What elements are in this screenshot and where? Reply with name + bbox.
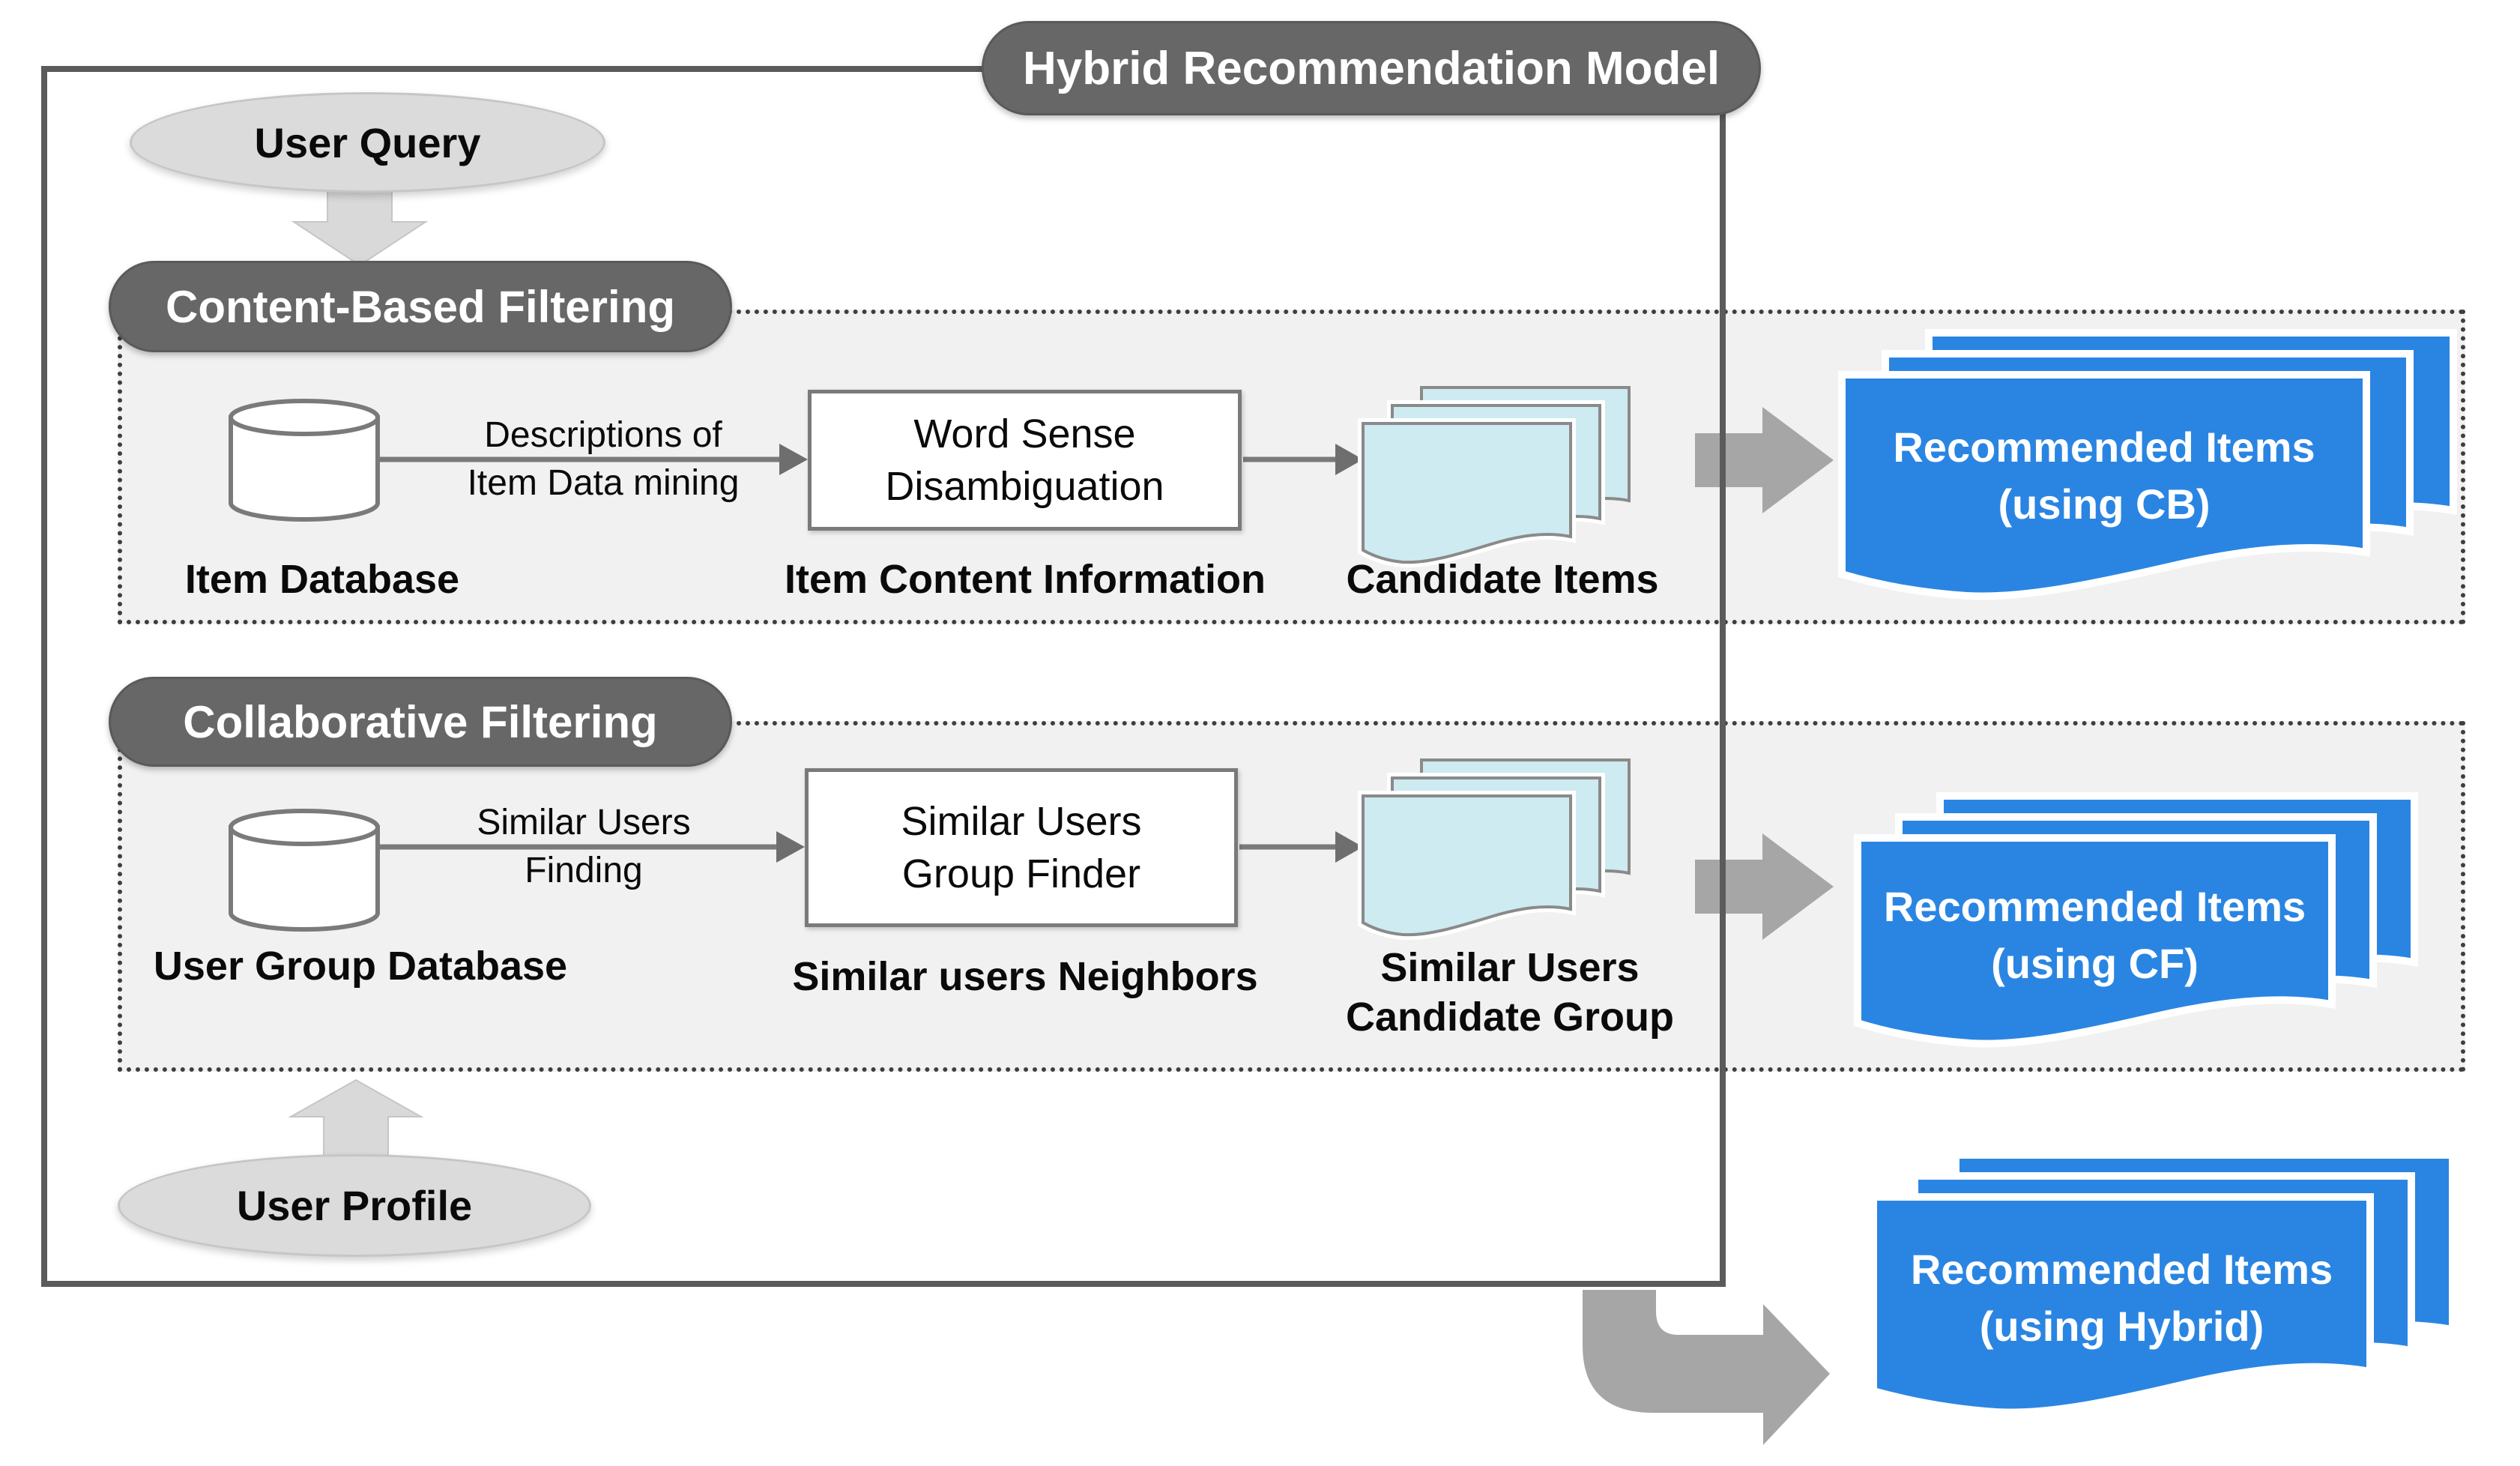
suf-line1: Similar Users [901, 799, 1142, 844]
collaborative-filtering-pill: Collaborative Filtering [109, 677, 732, 767]
similar-users-candidate-group-caption: Similar Users Candidate Group [1278, 943, 1742, 1042]
cf-edge-label: Similar Users Finding [359, 799, 809, 895]
cbf-arrow-process-to-docs [1243, 444, 1363, 475]
sucg-caption-line1: Similar Users [1380, 945, 1640, 990]
wsd-line2: Disambiguation [885, 464, 1164, 509]
cbf-edge-label: Descriptions of Item Data mining [378, 411, 828, 507]
cbf-label: Content-Based Filtering [165, 281, 675, 332]
user-profile-label: User Profile [236, 1182, 473, 1229]
recommended-items-cb-text: Recommended Items (using CB) [1842, 382, 2366, 570]
cf-arrow-db-to-process [379, 831, 805, 863]
similar-users-neighbors-caption: Similar users Neighbors [792, 954, 1258, 999]
user-group-database-cylinder-icon [229, 809, 380, 932]
hybrid-out-line2: (using Hybrid) [1979, 1303, 2264, 1350]
user-profile-up-arrow-icon [288, 1079, 424, 1161]
recommended-items-cf-text: Recommended Items (using CF) [1858, 845, 2332, 1025]
word-sense-disambiguation-box: Word Sense Disambiguation [808, 390, 1242, 531]
cf-label: Collaborative Filtering [183, 696, 658, 747]
wsd-line1: Word Sense [913, 411, 1136, 456]
cbf-edge-label-line2: Item Data mining [467, 463, 740, 503]
similar-users-candidate-group-docs-icon [1358, 758, 1631, 941]
cf-out-line1: Recommended Items [1883, 883, 2306, 930]
user-group-database-caption: User Group Database [153, 944, 568, 989]
cf-arrow-process-to-docs [1239, 831, 1363, 863]
cbf-edge-label-line1: Descriptions of [484, 415, 722, 455]
diagram-title: Hybrid Recommendation Model [1022, 42, 1720, 94]
item-content-information-caption: Item Content Information [785, 557, 1266, 602]
recommended-items-cf-docs-icon [1854, 792, 2418, 1048]
cb-out-line1: Recommended Items [1893, 423, 2315, 471]
user-query-label: User Query [254, 118, 481, 166]
user-profile-ellipse: User Profile [118, 1154, 591, 1257]
similar-users-group-finder-box: Similar Users Group Finder [805, 768, 1238, 927]
recommended-items-hybrid-docs-icon [1870, 1151, 2456, 1417]
item-database-caption: Item Database [184, 557, 460, 602]
content-based-filtering-pill: Content-Based Filtering [109, 261, 732, 352]
cf-out-line2: (using CF) [1991, 940, 2199, 987]
user-query-down-arrow-icon [291, 188, 429, 267]
user-query-ellipse: User Query [130, 92, 605, 193]
recommended-items-cb-docs-icon [1838, 329, 2457, 600]
title-pill: Hybrid Recommendation Model [982, 21, 1761, 115]
cf-output-block-arrow-icon [1695, 833, 1834, 940]
cb-out-line2: (using CB) [1998, 480, 2211, 528]
candidate-items-docs-icon [1358, 386, 1631, 568]
item-database-cylinder-icon [229, 399, 380, 522]
recommended-items-hybrid-text: Recommended Items (using Hybrid) [1873, 1204, 2370, 1392]
cbf-arrow-db-to-process [379, 444, 808, 475]
suf-line2: Group Finder [901, 851, 1141, 896]
candidate-items-caption: Candidate Items [1346, 557, 1659, 602]
hybrid-out-line1: Recommended Items [1910, 1246, 2333, 1293]
hybrid-output-elbow-arrow-icon [1583, 1290, 1830, 1445]
cbf-output-block-arrow-icon [1695, 407, 1834, 513]
cf-edge-label-line1: Similar Users [477, 803, 691, 842]
cf-edge-label-line2: Finding [525, 851, 643, 890]
sucg-caption-line2: Candidate Group [1345, 995, 1674, 1040]
